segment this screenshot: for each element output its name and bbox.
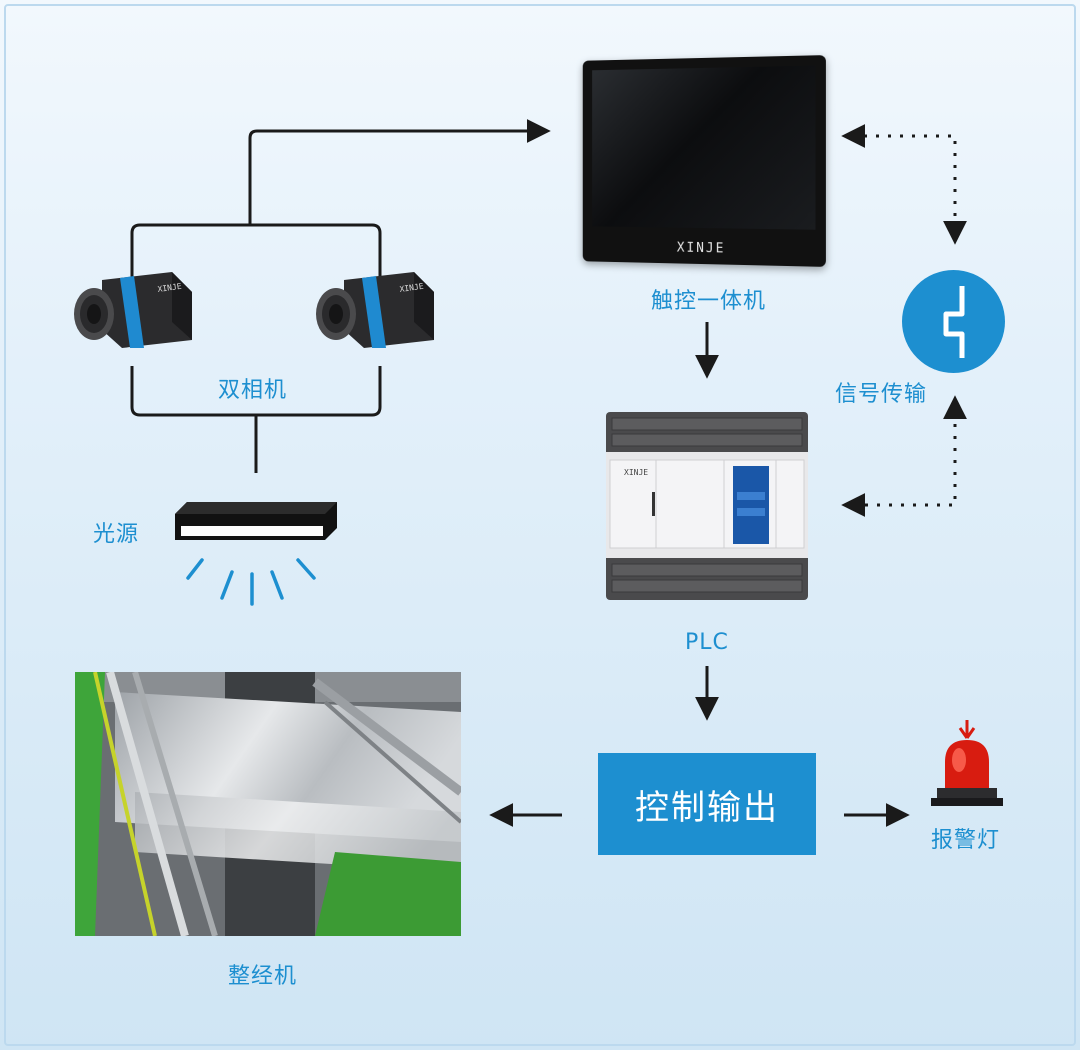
signal-transmission-label: 信号传输 [835,382,928,407]
warping-machine-photo [75,672,461,936]
touch-panel-screen [592,65,816,230]
plc-module-icon: XINJE [606,412,808,600]
light-rays-icon [186,558,316,606]
svg-text:XINJE: XINJE [399,282,424,294]
plc-label: PLC [685,630,729,655]
right-camera-icon: XINJE [316,272,434,348]
touch-panel-icon: XINJE [582,55,826,267]
left-camera-icon: XINJE [74,272,192,348]
alarm-lamp-label: 报警灯 [931,828,1001,853]
light-source-icon [175,502,337,540]
control-output-box: 控制输出 [598,753,816,855]
camera-to-panel-arrow [248,119,551,225]
touch-panel-label: 触控一体机 [651,289,767,314]
dual-camera-label: 双相机 [218,378,288,403]
signal-to-panel-dotted [841,124,967,245]
touch-panel-brand: XINJE [676,240,726,257]
warping-machine-image [75,672,461,936]
warping-machine-label: 整经机 [228,964,298,989]
control-output-label: 控制输出 [635,787,779,828]
svg-text:XINJE: XINJE [157,282,182,294]
signal-glyph [943,286,965,358]
svg-text:XINJE: XINJE [624,468,648,477]
camera-bracket-top [130,223,382,287]
alarm-lamp-icon [931,720,1003,806]
light-source-label: 光源 [93,522,140,547]
signal-to-plc-dotted [841,395,967,517]
signal-transmission-icon [902,270,1005,373]
